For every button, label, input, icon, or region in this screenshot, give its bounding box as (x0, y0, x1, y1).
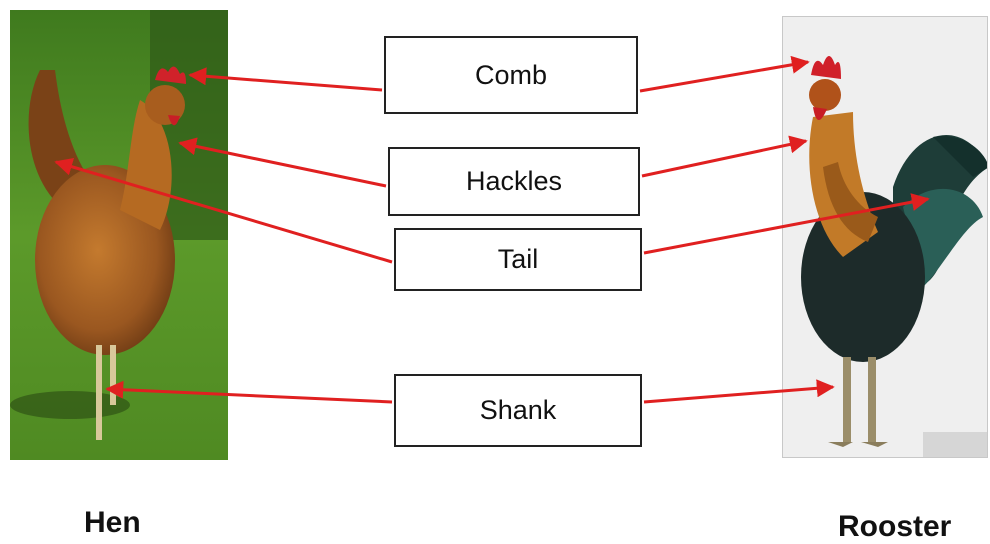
shank-label: Shank (479, 395, 557, 425)
hackles-label: Hackles (465, 166, 563, 196)
hen-image (10, 10, 228, 460)
hen-caption: Hen (84, 506, 141, 539)
rooster-image (782, 16, 988, 458)
comb-label-box: Comb (384, 36, 638, 114)
comb-label: Comb (474, 59, 548, 90)
tail-label: Tail (497, 244, 539, 274)
rooster-caption: Rooster (838, 510, 952, 543)
hackles-label-box: Hackles (388, 147, 640, 216)
tail-label-box: Tail (394, 228, 642, 291)
shank-label-box: Shank (394, 374, 642, 447)
